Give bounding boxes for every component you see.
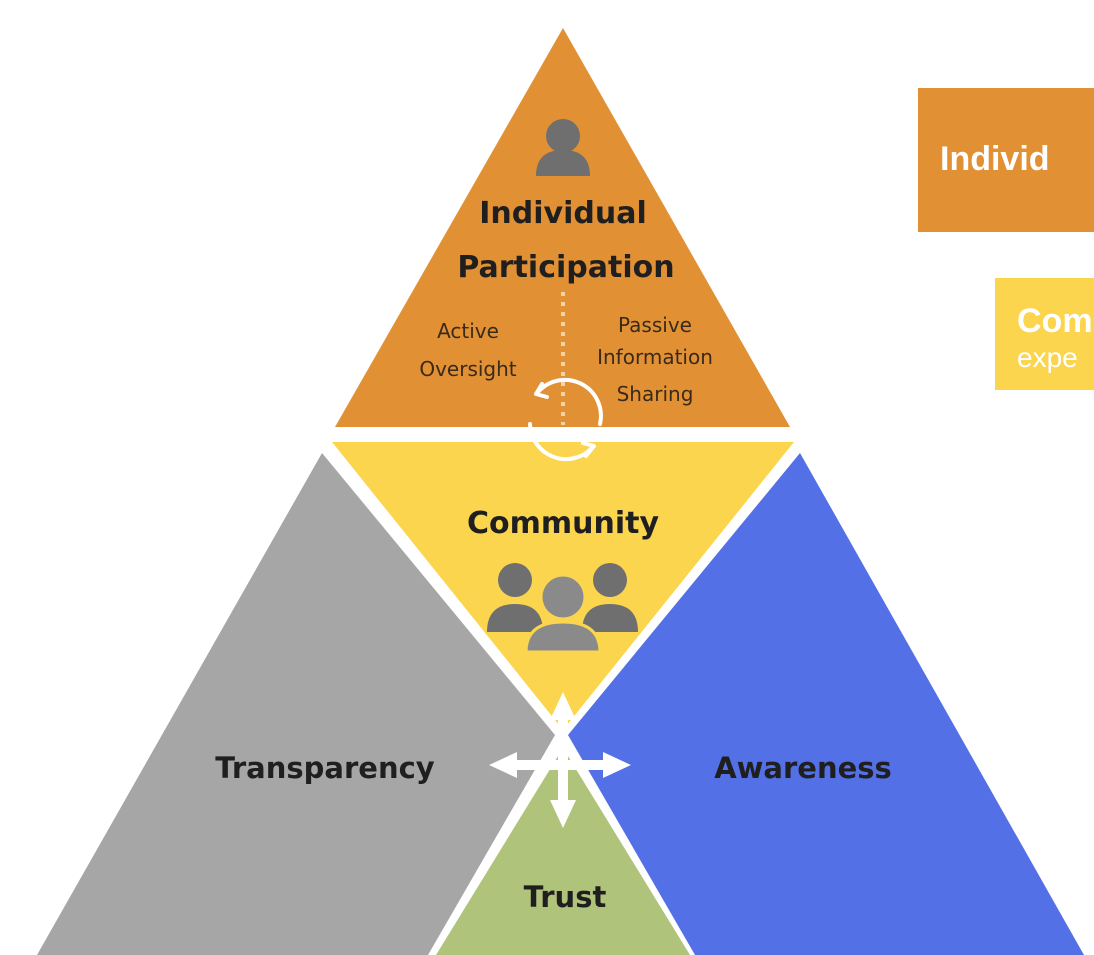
trust-title: Trust xyxy=(524,880,607,914)
awareness-title: Awareness xyxy=(714,751,892,785)
person-icon xyxy=(536,119,590,176)
individual-title-line2: Participation xyxy=(457,250,674,285)
community-legend-body: expe xyxy=(1017,342,1078,373)
awareness-section xyxy=(568,453,1084,955)
community-legend-box: Com expe xyxy=(995,278,1094,390)
passive-sharing-line1: Passive xyxy=(618,313,692,337)
individual-legend-title: Individ xyxy=(940,140,1050,178)
individual-legend-box: Individ xyxy=(918,88,1094,232)
community-title: Community xyxy=(467,506,659,541)
cycle-arrows-icon xyxy=(528,377,603,462)
trust-section xyxy=(436,748,690,955)
transparency-title: Transparency xyxy=(215,751,435,785)
individual-title-line1: Individual xyxy=(479,196,646,231)
four-way-arrows-icon xyxy=(489,692,631,828)
passive-sharing-line2: Information xyxy=(597,345,713,369)
passive-sharing-line3: Sharing xyxy=(617,382,694,406)
individual-participation-section xyxy=(335,28,790,427)
community-legend-title: Com xyxy=(1017,302,1093,340)
active-oversight-line1: Active xyxy=(437,319,499,343)
active-oversight-line2: Oversight xyxy=(419,357,516,381)
group-people-icon xyxy=(487,563,638,654)
transparency-section xyxy=(37,453,555,955)
